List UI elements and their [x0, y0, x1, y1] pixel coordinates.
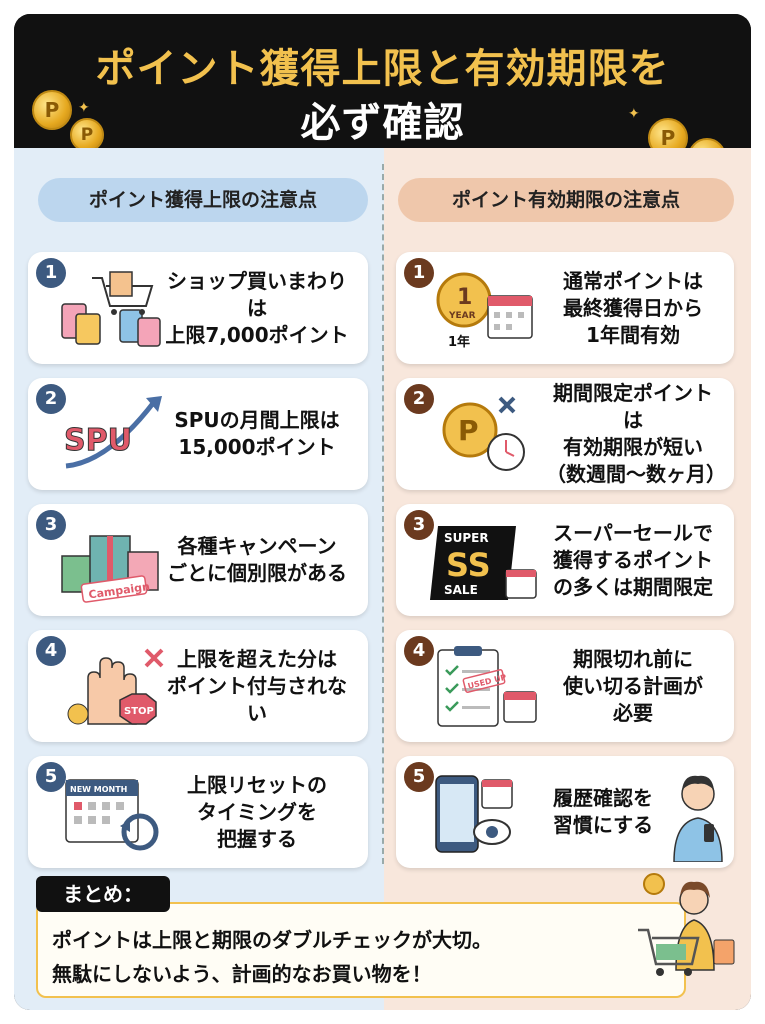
card-text-line: 有効期限が短い: [563, 435, 703, 459]
step-number: 4: [404, 636, 434, 666]
card-text-line: 獲得するポイント: [553, 547, 713, 572]
coin-icon: P: [32, 90, 72, 130]
shopper-with-cart-icon: [638, 873, 735, 976]
sparkle-icon: ✦: [628, 106, 640, 122]
stop-hand-icon: STOP: [67, 648, 164, 725]
page-title-line2: 必ず確認: [300, 100, 465, 146]
year-medal-icon: 1 YEAR 1年: [436, 272, 533, 350]
step-number: 3: [36, 510, 66, 540]
expiry-panel: ポイント有効期限の注意点 1 1 YEAR 1年 通常ポイントは 最終獲得日から…: [384, 148, 751, 1010]
step-number: 1: [404, 258, 434, 288]
header: P P P P P ✦ ✦ ✦ ポイント獲得上限と有効期限を 必ず確認: [14, 14, 751, 184]
card-text-line: 履歴確認を: [553, 786, 653, 810]
phone-eye-icon: [435, 775, 513, 853]
gift-box-icon: Campaign: [61, 535, 159, 603]
step-number: 5: [404, 762, 434, 792]
card-text-line: 習慣にする: [552, 813, 654, 837]
card-text-line: SPUの月間上限は: [174, 408, 340, 432]
card-text-line: タイミングを: [197, 799, 317, 824]
sparkle-icon: ✦: [78, 100, 90, 116]
summary-box: ポイントは上限と期限のダブルチェックが大切。 無駄にしないよう、計画的なお買い物…: [36, 902, 686, 998]
step-number: 2: [404, 384, 434, 414]
cap-card-2: 2 SPU SPUの月間上限は 15,000ポイント: [28, 378, 368, 490]
page-title-line1: ポイント獲得上限と有効期限を: [95, 46, 670, 92]
card-text-line: 期限切れ前に: [573, 646, 693, 671]
card-text-line: ポイント付与されない: [167, 673, 347, 725]
expiry-card-5: 5 履歴確認を 習慣にする: [396, 756, 734, 868]
expiry-card-2: 2 P 期間限定ポイントは 有効期限が短い （数週間〜数ヶ月）: [396, 378, 734, 490]
svg-text:1: 1: [457, 285, 472, 310]
stopwatch-coin-icon: P: [442, 396, 525, 471]
svg-text:1年: 1年: [448, 334, 470, 350]
expiry-card-3: 3 SUPER SS SALE スーパーセールで 獲得するポイント の多くは期間…: [396, 504, 734, 616]
svg-text:SALE: SALE: [444, 583, 478, 597]
cap-card-3: 3 Campaign 各種キャンペーン ごとに個別限がある: [28, 504, 368, 616]
summary-line-2: 無駄にしないよう、計画的なお買い物を！: [52, 962, 432, 986]
card-text-line: 上限リセットの: [187, 772, 327, 797]
card-text-line: 通常ポイントは: [563, 268, 703, 293]
summary-line-1: ポイントは上限と期限のダブルチェックが大切。: [52, 928, 492, 952]
step-number: 2: [36, 384, 66, 414]
card-text-line: ごとに個別限がある: [167, 561, 347, 585]
expiry-card-1: 1 1 YEAR 1年 通常ポイントは 最終獲得日から 1年間有効: [396, 252, 734, 364]
calendar-reset-icon: NEW MONTH: [65, 779, 159, 851]
cap-card-4: 4 STOP 上限を超えた分は ポイント付与されない: [28, 630, 368, 742]
svg-text:SUPER: SUPER: [444, 531, 489, 545]
card-text-line: 使い切る計画が: [563, 673, 703, 698]
card-text-line: 必要: [613, 700, 653, 725]
step-number: 3: [404, 510, 434, 540]
card-text-line: 最終獲得日から: [563, 295, 703, 320]
cap-card-5: 5 NEW MONTH 上限リセットの タイミングを 把握する: [28, 756, 368, 868]
checklist-icon: USED UP: [437, 646, 537, 727]
svg-text:SPU: SPU: [64, 423, 132, 458]
card-text-line: ショップ買いまわりは: [167, 268, 347, 320]
expiry-card-4: 4 USED UP 期限切れ前に 使い切る計画が 必要: [396, 630, 734, 742]
spu-logo-icon: SPU: [64, 396, 162, 469]
svg-text:YEAR: YEAR: [448, 311, 476, 321]
card-text-line: 各種キャンペーン: [177, 534, 337, 558]
cap-card-1: 1 ショップ買いまわりは 上限7,000ポイント: [28, 252, 368, 364]
card-text-line: 把握する: [217, 826, 297, 851]
summary-label: まとめ：: [36, 876, 170, 912]
step-number: 5: [36, 762, 66, 792]
points-cap-panel: ポイント獲得上限の注意点 1 ショップ買いまわりは 上限7,000ポイント 2: [14, 148, 384, 1010]
svg-text:SS: SS: [446, 546, 491, 584]
card-text-line: 期間限定ポイントは: [553, 381, 713, 432]
card-text-line: （数週間〜数ヶ月）: [546, 462, 726, 486]
card-text-line: 15,000ポイント: [178, 435, 336, 459]
svg-text:STOP: STOP: [124, 706, 154, 717]
expiry-heading: ポイント有効期限の注意点: [398, 178, 734, 222]
card-text-line: 上限7,000ポイント: [165, 322, 349, 347]
card-text-line: 1年間有効: [586, 322, 680, 347]
step-number: 4: [36, 636, 66, 666]
infographic-frame: P P P P P ✦ ✦ ✦ ポイント獲得上限と有効期限を 必ず確認 ポイント…: [14, 14, 751, 1010]
svg-text:P: P: [458, 414, 479, 447]
card-text-line: の多くは期間限定: [553, 574, 713, 599]
card-text-line: スーパーセールで: [553, 520, 713, 545]
svg-text:NEW MONTH: NEW MONTH: [70, 785, 127, 794]
points-cap-heading: ポイント獲得上限の注意点: [38, 178, 368, 222]
super-sale-icon: SUPER SS SALE: [430, 526, 537, 600]
column-divider: [382, 164, 384, 864]
card-text-line: 上限を超えた分は: [177, 646, 337, 671]
shopping-cart-icon: [61, 271, 161, 347]
step-number: 1: [36, 258, 66, 288]
person-icon: [673, 775, 723, 862]
